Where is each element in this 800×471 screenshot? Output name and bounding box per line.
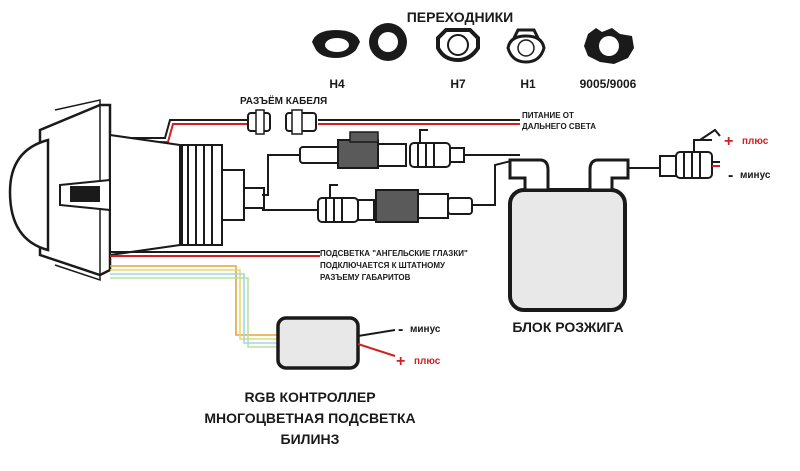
adapter-h7-icon bbox=[369, 23, 407, 61]
adapter-9005-icon bbox=[584, 28, 634, 64]
ballast-power-connector bbox=[659, 128, 721, 179]
ballast-plus-sign: + bbox=[724, 133, 733, 150]
ballast-minus-label: минус bbox=[740, 170, 771, 181]
cable-connector bbox=[247, 109, 317, 135]
rgb-plus-label: плюс bbox=[414, 356, 441, 367]
adapter-label-h1: H1 bbox=[520, 77, 536, 91]
cable-connector-label: РАЗЪЁМ КАБЕЛЯ bbox=[240, 94, 327, 107]
adapter-h1b-icon bbox=[506, 28, 546, 64]
adapters-title: ПЕРЕХОДНИКИ bbox=[407, 9, 514, 25]
rgb-title-line2: МНОГОЦВЕТНАЯ ПОДСВЕТКА bbox=[204, 410, 415, 426]
angel-eyes-wires bbox=[110, 251, 320, 257]
high-beam-power-line2: ДАЛЬНЕГО СВЕТА bbox=[522, 122, 596, 131]
rgb-wires bbox=[110, 265, 280, 348]
ballast-minus-sign: - bbox=[728, 167, 733, 184]
angel-eyes-line3: РАЗЪЕМУ ГАБАРИТОВ bbox=[320, 273, 411, 282]
hid-connector-lower bbox=[317, 184, 473, 223]
rgb-minus-label: минус bbox=[410, 324, 441, 335]
rgb-title-line3: БИЛИНЗ bbox=[281, 431, 340, 447]
rgb-controller-box bbox=[276, 316, 360, 370]
adapter-label-h7: H7 bbox=[450, 77, 466, 91]
rgb-minus-sign: - bbox=[398, 321, 403, 338]
hid-connector-upper bbox=[299, 129, 465, 169]
adapter-label-9005: 9005/9006 bbox=[580, 77, 637, 91]
rgb-power-wires bbox=[357, 329, 396, 357]
ballast-label: БЛОК РОЗЖИГА bbox=[512, 319, 623, 335]
ballast-unit bbox=[508, 158, 660, 312]
hid-wires bbox=[262, 154, 520, 211]
adapter-label-h4: H4 bbox=[329, 77, 345, 91]
high-beam-power-line1: ПИТАНИЕ ОТ bbox=[522, 111, 574, 120]
rgb-title-line1: RGB КОНТРОЛЛЕР bbox=[244, 389, 375, 405]
adapter-h1-icon bbox=[436, 28, 480, 63]
angel-eyes-line1: ПОДСВЕТКА "АНГЕЛЬСКИЕ ГЛАЗКИ" bbox=[320, 249, 468, 258]
rgb-plus-sign: + bbox=[396, 353, 405, 370]
angel-eyes-line2: ПОДКЛЮЧАЕТСЯ К ШТАТНОМУ bbox=[320, 261, 446, 270]
ballast-plus-label: плюс bbox=[742, 136, 769, 147]
adapter-h4-icon bbox=[312, 30, 360, 58]
